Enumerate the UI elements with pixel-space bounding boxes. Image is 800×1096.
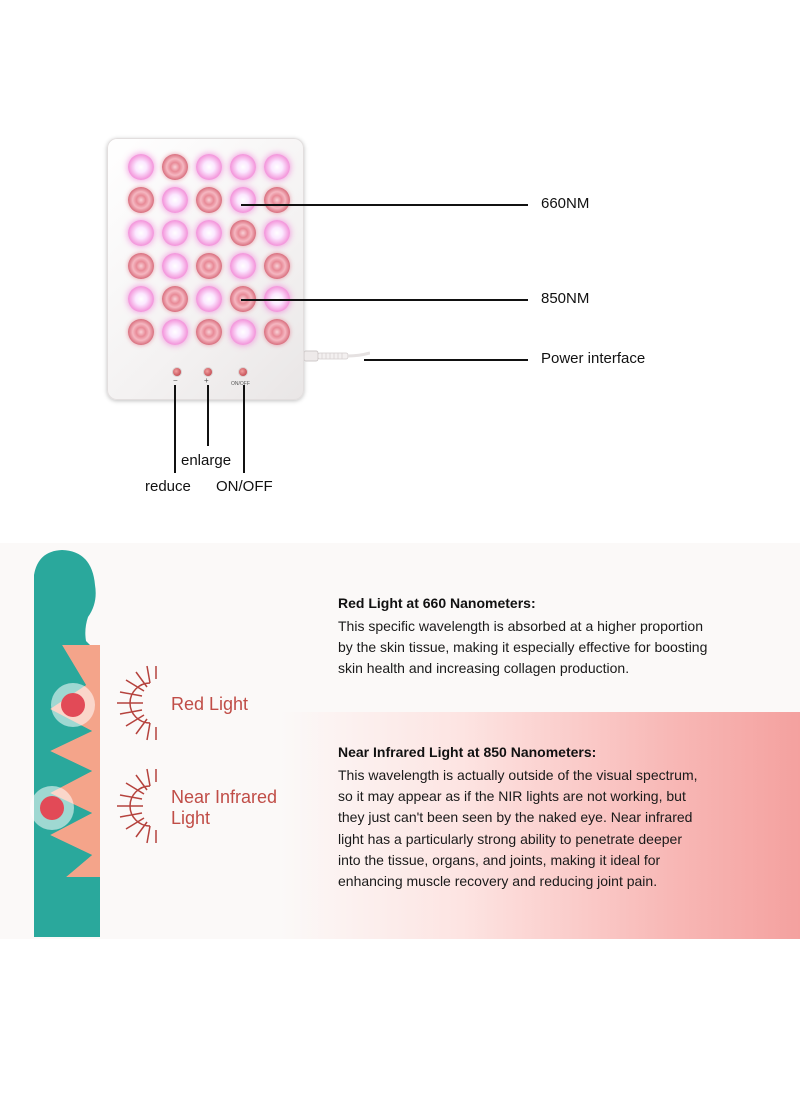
- red-light-heading: Red Light at 660 Nanometers:: [338, 595, 536, 611]
- led-850nm: [128, 286, 154, 312]
- nir-line: they just can't been seen by the naked e…: [338, 809, 693, 826]
- led-850nm: [264, 220, 290, 246]
- label-850nm: 850NM: [541, 290, 590, 307]
- nir-line: This wavelength is actually outside of t…: [338, 767, 698, 783]
- led-660nm: [264, 253, 290, 279]
- red-line: skin health and increasing collagen prod…: [338, 660, 630, 677]
- nir-light-dot: [40, 796, 64, 820]
- led-660nm: [162, 286, 188, 312]
- led-850nm: [162, 319, 188, 345]
- callout-line-850: [241, 299, 528, 301]
- callout-line-onoff: [243, 385, 245, 473]
- label-nir-line2: Light: [171, 808, 211, 828]
- nir-line: so it may appear as if the NIR lights ar…: [338, 788, 686, 805]
- led-850nm: [162, 187, 188, 213]
- callout-line-power: [364, 359, 528, 361]
- minus-mark: −: [173, 376, 178, 385]
- onoff-mark: ON/OFF: [231, 381, 250, 387]
- reduce-button[interactable]: [173, 368, 181, 376]
- led-850nm: [162, 220, 188, 246]
- red-line: by the skin tissue, making it especially…: [338, 639, 708, 656]
- power-cable: [304, 350, 370, 362]
- nir-line: into the tissue, organs, and joints, mak…: [338, 851, 661, 868]
- led-660nm: [128, 253, 154, 279]
- label-nir-line1: Near Infrared: [171, 787, 278, 807]
- nir-line: enhancing muscle recovery and reducing j…: [338, 873, 658, 890]
- callout-line-reduce: [174, 385, 176, 473]
- label-power-interface: Power interface: [541, 350, 646, 367]
- led-850nm: [128, 220, 154, 246]
- nir-description: This wavelength is actually outside of t…: [338, 765, 698, 892]
- pink-gradient-band: [280, 712, 800, 939]
- red-light-description: This specific wavelength is absorbed at …: [338, 616, 707, 680]
- label-660nm: 660NM: [541, 195, 590, 212]
- led-850nm: [196, 286, 222, 312]
- nir-line: light has a particularly strong ability …: [338, 830, 682, 847]
- led-850nm: [196, 154, 222, 180]
- led-660nm: [128, 187, 154, 213]
- nir-light-rays: [117, 768, 157, 844]
- label-onoff: ON/OFF: [216, 478, 273, 495]
- label-red-light: Red Light: [171, 694, 249, 714]
- plus-mark: +: [204, 376, 209, 385]
- label-enlarge: enlarge: [181, 452, 232, 469]
- callout-line-enlarge: [207, 385, 209, 446]
- red-line: This specific wavelength is absorbed at …: [338, 618, 703, 634]
- body-diagram: [30, 550, 157, 937]
- led-660nm: [162, 154, 188, 180]
- led-850nm: [128, 154, 154, 180]
- led-850nm: [196, 220, 222, 246]
- led-850nm: [162, 253, 188, 279]
- led-660nm: [264, 319, 290, 345]
- enlarge-button[interactable]: [204, 368, 212, 376]
- led-850nm: [230, 154, 256, 180]
- red-light-rays: [117, 665, 157, 741]
- led-850nm: [230, 319, 256, 345]
- led-850nm: [264, 154, 290, 180]
- led-660nm: [264, 187, 290, 213]
- power-button[interactable]: [239, 368, 247, 376]
- led-660nm: [128, 319, 154, 345]
- led-660nm: [196, 253, 222, 279]
- callout-line-660: [241, 204, 528, 206]
- led-660nm: [230, 220, 256, 246]
- led-850nm: [230, 187, 256, 213]
- led-850nm: [230, 253, 256, 279]
- nir-heading: Near Infrared Light at 850 Nanometers:: [338, 744, 597, 760]
- red-light-dot: [61, 693, 85, 717]
- led-660nm: [196, 187, 222, 213]
- led-660nm: [196, 319, 222, 345]
- light-therapy-panel: − + ON/OFF: [107, 138, 304, 400]
- label-reduce: reduce: [145, 478, 191, 495]
